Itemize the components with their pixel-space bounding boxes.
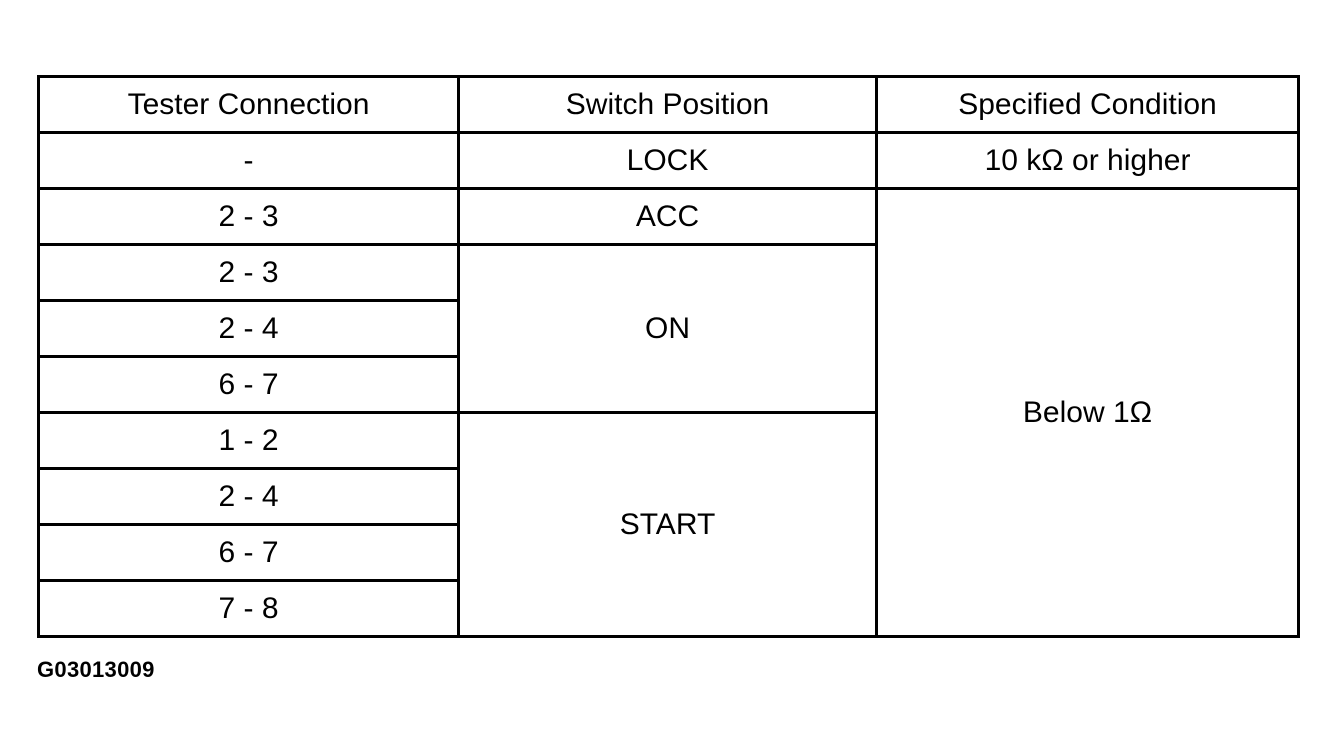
- switch-position-cell: ACC: [457, 187, 878, 246]
- table-row: 2 - 4: [37, 467, 1299, 526]
- tester-connection-cell: 1 - 2: [37, 411, 460, 470]
- tester-connection-cell: -: [37, 131, 460, 190]
- specification-table: Tester Connection Switch Position Specif…: [37, 75, 1300, 638]
- tester-connection-cell: 2 - 4: [37, 299, 460, 358]
- tester-connection-cell: 6 - 7: [37, 523, 460, 582]
- table-row: 1 - 2 START: [37, 411, 1299, 638]
- tester-connection-cell: 6 - 7: [37, 355, 460, 414]
- header-tester-connection: Tester Connection: [37, 75, 460, 134]
- header-specified-condition: Specified Condition: [875, 75, 1300, 134]
- table-row: 7 - 8: [37, 579, 1299, 638]
- header-row: Tester Connection Switch Position Specif…: [37, 75, 1300, 134]
- table-row: 2 - 3 ACC Below 1Ω: [37, 187, 1300, 638]
- table-row: 2 - 3 ON: [37, 243, 1299, 414]
- table-row: 2 - 4: [37, 299, 1299, 358]
- tester-connection-cell: 2 - 3: [37, 187, 460, 246]
- header-switch-position: Switch Position: [457, 75, 878, 134]
- table-row: 6 - 7: [37, 355, 1299, 414]
- specified-condition-cell: Below 1Ω: [875, 187, 1300, 638]
- switch-position-cell: START: [457, 411, 878, 638]
- switch-position-cell: ON: [457, 243, 878, 414]
- tester-connection-cell: 2 - 4: [37, 467, 460, 526]
- switch-position-cell: LOCK: [457, 131, 878, 190]
- figure-code: G03013009: [37, 657, 155, 682]
- tester-connection-cell: 7 - 8: [37, 579, 460, 638]
- specified-condition-cell: 10 kΩ or higher: [875, 131, 1300, 190]
- table-row: - LOCK 10 kΩ or higher: [37, 131, 1300, 190]
- table-row: 6 - 7: [37, 523, 1299, 582]
- tester-connection-cell: 2 - 3: [37, 243, 460, 302]
